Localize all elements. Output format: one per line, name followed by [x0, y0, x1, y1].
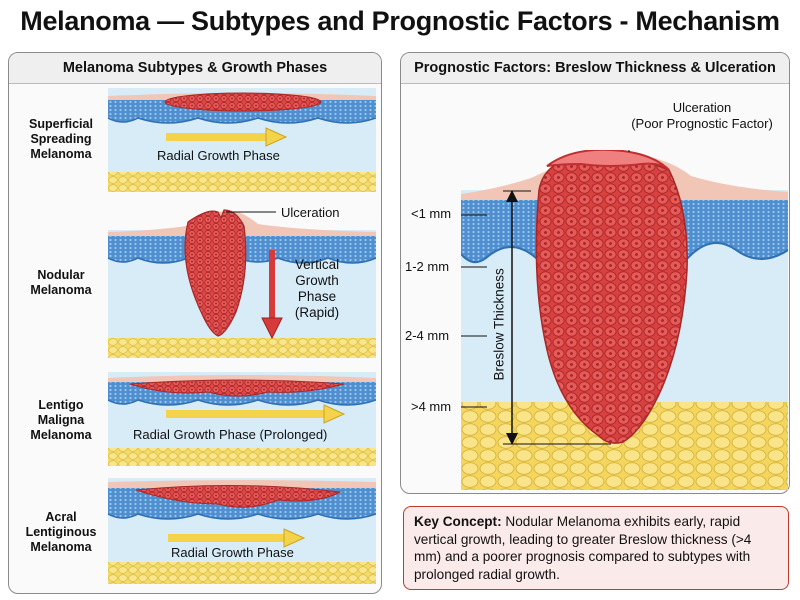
radial-growth-label-acral: Radial Growth Phase	[171, 545, 294, 560]
ulceration-label-prognostic: Ulceration (Poor Prognostic Factor)	[631, 100, 773, 131]
prognostic-panel-heading: Prognostic Factors: Breslow Thickness & …	[401, 53, 789, 84]
breslow-skin-diagram	[461, 150, 788, 490]
skin-diagram-acral-lentiginous	[108, 478, 376, 584]
depth-mark-1-2mm: 1-2 mm	[405, 259, 450, 274]
depth-mark-2-4mm: 2-4 mm	[405, 328, 450, 343]
radial-growth-label-lentigo: Radial Growth Phase (Prolonged)	[133, 427, 328, 442]
vertical-growth-label: Vertical Growth Phase (Rapid)	[294, 257, 340, 320]
subtypes-panel-heading: Melanoma Subtypes & Growth Phases	[9, 53, 381, 84]
key-concept-box: Key Concept: Nodular Melanoma exhibits e…	[403, 506, 789, 590]
subtype-label-superficial-spreading: Superficial Spreading Melanoma	[29, 117, 93, 161]
key-concept-text: Nodular Melanoma exhibits early, rapid v…	[414, 514, 752, 582]
subtype-label-nodular: Nodular Melanoma	[30, 268, 92, 297]
depth-mark-under-1mm: <1 mm	[411, 206, 452, 221]
ulceration-label-nodular: Ulceration	[281, 205, 340, 220]
page-title: Melanoma — Subtypes and Prognostic Facto…	[20, 6, 780, 36]
depth-mark-over-4mm: >4 mm	[411, 399, 452, 414]
radial-growth-label-superficial: Radial Growth Phase	[157, 148, 280, 163]
ulceration-crust	[546, 150, 670, 171]
subtype-label-lentigo-maligna: Lentigo Maligna Melanoma	[30, 398, 92, 442]
subtype-label-acral-lentiginous: Acral Lentiginous Melanoma	[25, 510, 97, 554]
breslow-thickness-axis-label: Breslow Thickness	[491, 268, 507, 381]
skin-diagram-nodular	[108, 209, 376, 358]
skin-diagram-lentigo-maligna	[108, 372, 376, 466]
key-concept-label: Key Concept:	[414, 514, 502, 529]
skin-diagram-superficial-spreading	[108, 88, 376, 192]
